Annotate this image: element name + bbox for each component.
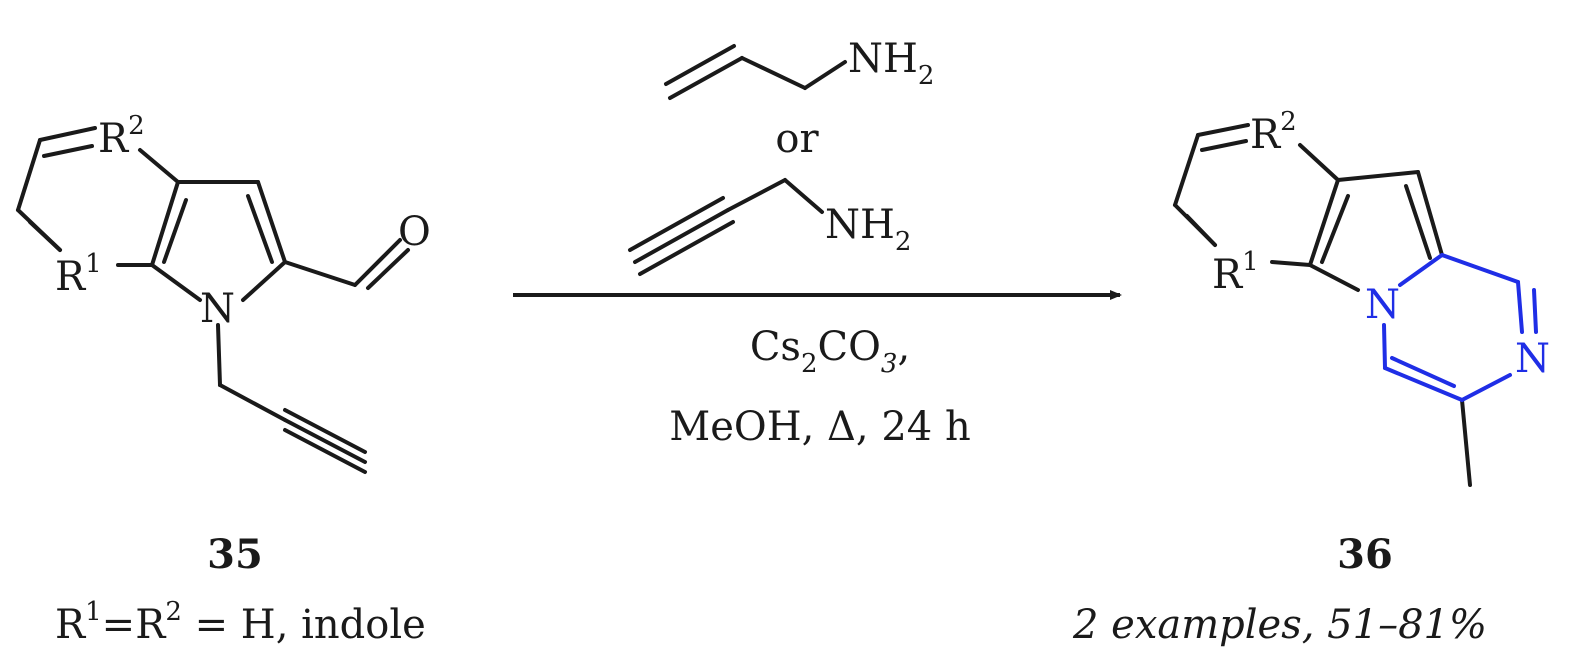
reactant-35-structure	[16, 126, 410, 474]
propargylamine-nh2-label: NH2	[825, 202, 911, 257]
product-number: 36	[1337, 531, 1393, 578]
pyrazine-ring-highlight	[1382, 253, 1538, 402]
reagent-or-label: or	[775, 116, 819, 162]
product-36-structure	[1173, 123, 1472, 487]
product-n2-label: N	[1515, 336, 1550, 382]
reactant-footnote: R1=R2 = H, indole	[55, 597, 426, 648]
product-caption: 2 examples, 51–81%	[1072, 602, 1487, 648]
product-n1-label: N	[1365, 282, 1400, 328]
reactant-r2-label: R2	[98, 111, 145, 162]
allylamine-structure	[664, 44, 847, 100]
allylamine-nh2-label: NH2	[848, 36, 934, 91]
reactant-o-label: O	[398, 209, 431, 255]
product-r2-label: R2	[1250, 107, 1297, 158]
reactant-r1-label: R1	[55, 249, 102, 300]
reactant-n-label: N	[200, 286, 235, 332]
conditions-label: MeOH, Δ, 24 h	[669, 404, 970, 450]
propargylamine-structure	[628, 178, 824, 276]
base-label: Cs2CO3,	[750, 324, 910, 379]
product-r1-label: R1	[1212, 247, 1259, 298]
reactant-number: 35	[207, 531, 263, 578]
